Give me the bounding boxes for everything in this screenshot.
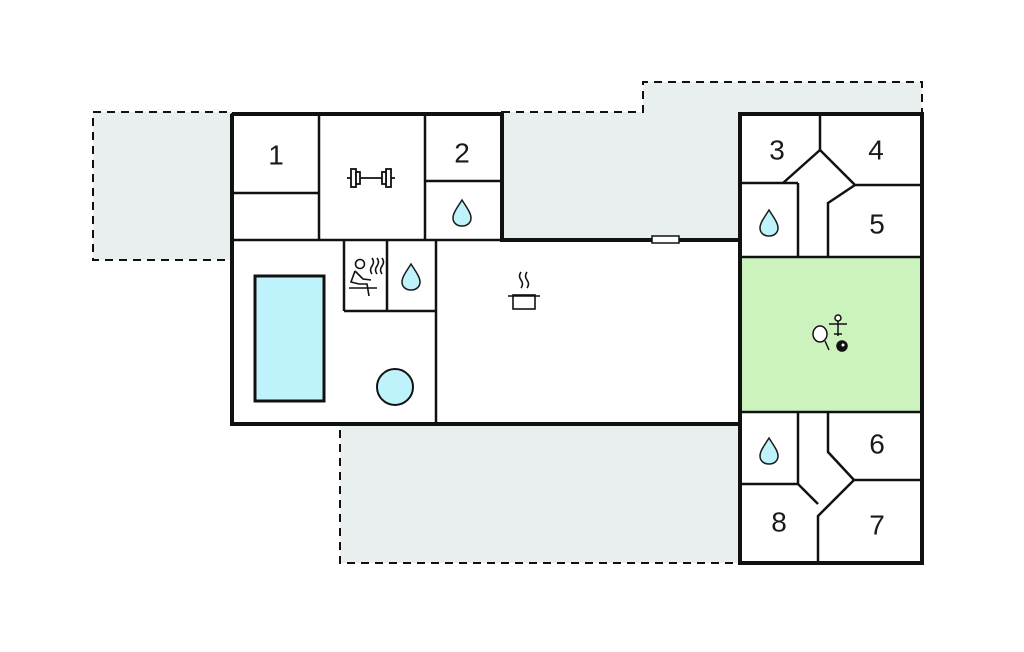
room-4-label: 4 — [868, 135, 884, 166]
pool-icon — [253, 274, 326, 403]
room-1-label: 1 — [268, 140, 284, 171]
cooking-pot-icon — [508, 271, 540, 310]
room-3-label: 3 — [769, 135, 785, 166]
terrace-south — [339, 423, 741, 564]
games-icon — [812, 314, 848, 352]
interior-walls — [232, 114, 922, 563]
room-8-label: 8 — [771, 507, 787, 538]
room-6-label: 6 — [869, 429, 885, 460]
terrace-west — [92, 111, 233, 261]
outer-walls — [230, 112, 924, 565]
dumbbell-icon — [347, 168, 395, 188]
window — [651, 235, 680, 244]
whirlpool-icon — [376, 368, 414, 406]
room-5-label: 5 — [869, 209, 885, 240]
room-labels: 1 2 3 4 5 6 7 8 — [268, 135, 885, 541]
games-room — [740, 257, 922, 412]
sauna-icon — [349, 257, 385, 297]
room-2-label: 2 — [454, 138, 470, 169]
room-7-label: 7 — [869, 510, 885, 541]
